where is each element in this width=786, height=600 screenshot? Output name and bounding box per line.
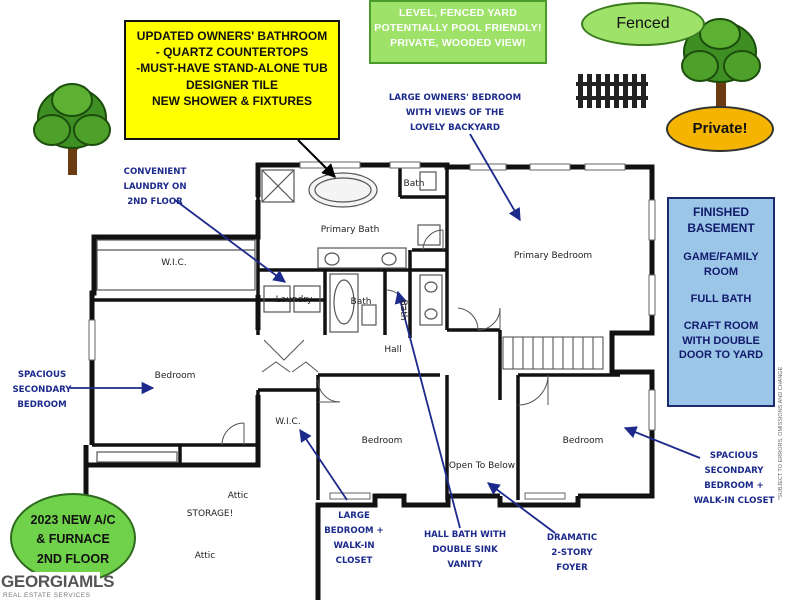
- basement-item: WITH DOUBLE: [682, 334, 760, 347]
- fixtures: [96, 169, 443, 463]
- svg-text:2ND FLOOR: 2ND FLOOR: [127, 197, 183, 207]
- annotation-arrows: [70, 133, 701, 534]
- windows: [88, 161, 656, 500]
- finished-basement-callout: FINISHED BASEMENT GAME/FAMILY ROOM FULL …: [667, 197, 775, 407]
- annotation-hall-bath: HALL BATH WITH DOUBLE SINK VANITY: [424, 530, 506, 570]
- annotation-spacious-right: SPACIOUS SECONDARY BEDROOM + WALK-IN CLO…: [694, 451, 775, 506]
- room-bedroom-left: Bedroom: [155, 371, 196, 381]
- room-hall: Hall: [384, 345, 401, 355]
- svg-text:VANITY: VANITY: [447, 560, 483, 570]
- room-laundry: Laundry: [276, 295, 313, 305]
- annotation-large-bedroom: LARGE BEDROOM + WALK-IN CLOSET: [324, 511, 384, 566]
- basement-item: CRAFT ROOM: [683, 319, 759, 332]
- room-attic-top: Attic: [228, 491, 249, 501]
- callout-line: UPDATED OWNERS' BATHROOM: [136, 29, 328, 43]
- fenced-badge: Fenced: [581, 2, 705, 46]
- callout-pointer: [297, 139, 336, 178]
- room-bedroom-right: Bedroom: [563, 436, 604, 446]
- room-attic-bottom: Attic: [195, 551, 216, 561]
- ac-line: 2023 NEW A/C: [30, 513, 116, 527]
- logo-main: GEORGIAMLS: [1, 572, 115, 591]
- logo-sub: REAL ESTATE SERVICES: [3, 592, 91, 599]
- svg-text:LOVELY BACKYARD: LOVELY BACKYARD: [410, 123, 500, 133]
- room-bath-top: Bath: [404, 179, 425, 189]
- yard-line: PRIVATE, WOODED VIEW!: [390, 37, 526, 50]
- ac-furnace-badge: 2023 NEW A/C & FURNACE 2ND FLOOR: [10, 493, 136, 583]
- private-badge: Private!: [666, 106, 774, 152]
- callout-line: - QUARTZ COUNTERTOPS: [155, 45, 309, 60]
- callout-line: DESIGNER TILE: [185, 77, 278, 92]
- room-open-to-below: Open To Below: [449, 461, 515, 471]
- yard-line: LEVEL, FENCED YARD: [399, 7, 517, 19]
- annotation-laundry: CONVENIENT LAUNDRY ON 2ND FLOOR: [123, 167, 186, 207]
- svg-text:SECONDARY: SECONDARY: [12, 385, 72, 395]
- svg-text:LAUNDRY ON: LAUNDRY ON: [123, 182, 186, 192]
- room-storage: STORAGE!: [187, 509, 233, 519]
- svg-text:SPACIOUS: SPACIOUS: [18, 370, 66, 380]
- svg-text:FOYER: FOYER: [556, 563, 588, 573]
- svg-text:WALK-IN: WALK-IN: [333, 541, 374, 551]
- room-bath-mid: Bath: [351, 297, 372, 307]
- basement-item: GAME/FAMILY: [683, 251, 759, 264]
- svg-text:2-STORY: 2-STORY: [551, 548, 593, 558]
- room-bedroom-center: Bedroom: [362, 436, 403, 446]
- tree-icon-right: [681, 18, 761, 110]
- svg-text:CONVENIENT: CONVENIENT: [124, 167, 187, 177]
- svg-text:DRAMATIC: DRAMATIC: [547, 533, 597, 543]
- svg-text:SECONDARY: SECONDARY: [704, 466, 764, 476]
- svg-text:DOUBLE SINK: DOUBLE SINK: [432, 545, 498, 555]
- tree-icon-left: [33, 83, 111, 175]
- annotation-foyer: DRAMATIC 2-STORY FOYER: [547, 533, 597, 573]
- annotation-large-owners-bedroom: LARGE OWNERS' BEDROOM WITH VIEWS OF THE …: [389, 93, 521, 133]
- svg-text:WITH VIEWS OF THE: WITH VIEWS OF THE: [406, 108, 504, 118]
- callout-line: -MUST-HAVE STAND-ALONE TUB: [136, 61, 328, 76]
- basement-title: FINISHED: [692, 205, 749, 219]
- room-primary-bath: Primary Bath: [321, 225, 380, 235]
- interior-walls: [92, 167, 620, 500]
- ac-line: & FURNACE: [36, 532, 110, 547]
- annotation-spacious-left: SPACIOUS SECONDARY BEDROOM: [12, 370, 72, 410]
- yard-callout: LEVEL, FENCED YARD POTENTIALLY POOL FRIE…: [369, 0, 547, 64]
- basement-item: ROOM: [703, 266, 739, 279]
- basement-title: BASEMENT: [687, 220, 755, 235]
- svg-text:BEDROOM: BEDROOM: [17, 400, 66, 410]
- ac-line: 2ND FLOOR: [36, 551, 110, 566]
- doors: [221, 229, 549, 446]
- stairs: [502, 336, 604, 370]
- svg-text:WALK-IN CLOSET: WALK-IN CLOSET: [694, 496, 775, 506]
- room-bath-vertical: Bath: [398, 300, 408, 321]
- svg-text:CLOSET: CLOSET: [336, 556, 373, 566]
- svg-text:LARGE: LARGE: [338, 511, 370, 521]
- svg-text:HALL BATH WITH: HALL BATH WITH: [424, 530, 506, 540]
- basement-item: DOOR TO YARD: [678, 349, 764, 362]
- svg-text:LARGE OWNERS' BEDROOM: LARGE OWNERS' BEDROOM: [389, 93, 521, 103]
- basement-item: FULL BATH: [690, 292, 752, 305]
- callout-line: NEW SHOWER & FIXTURES: [151, 93, 312, 108]
- room-primary-bedroom: Primary Bedroom: [514, 251, 592, 261]
- fence-icon: [576, 74, 648, 108]
- yard-line: POTENTIALLY POOL FRIENDLY!: [374, 22, 542, 35]
- room-wic-small: W.I.C.: [275, 417, 300, 427]
- room-wic-top: W.I.C.: [161, 258, 186, 268]
- owners-bathroom-callout: UPDATED OWNERS' BATHROOM - QUARTZ COUNTE…: [124, 20, 340, 140]
- svg-text:SPACIOUS: SPACIOUS: [710, 451, 758, 461]
- svg-text:BEDROOM +: BEDROOM +: [704, 481, 764, 491]
- svg-text:BEDROOM +: BEDROOM +: [324, 526, 384, 536]
- georgia-mls-logo: GEORGIAMLS REAL ESTATE SERVICES: [0, 572, 114, 600]
- disclaimer-watermark: *SUBJECT TO ERRORS, OMISSIONS AND CHANGE: [778, 366, 784, 500]
